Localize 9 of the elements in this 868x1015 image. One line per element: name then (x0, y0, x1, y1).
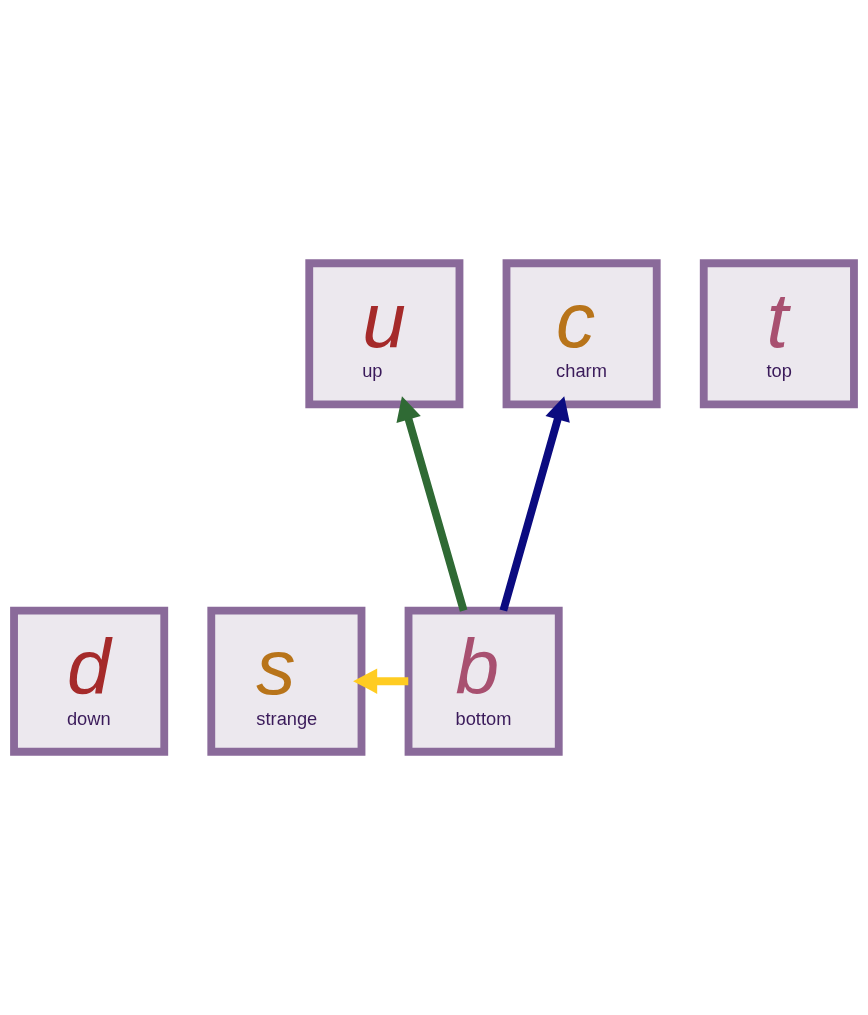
node-box: t top (699, 259, 858, 409)
node-box: s strange (207, 606, 366, 756)
node-box: u up (305, 259, 464, 409)
node-box: d down (10, 606, 169, 756)
arrow (499, 396, 570, 612)
node-box: b bottom (404, 606, 563, 756)
arrow (353, 668, 409, 694)
node-box: c charm (502, 259, 661, 409)
arrow (396, 396, 468, 612)
